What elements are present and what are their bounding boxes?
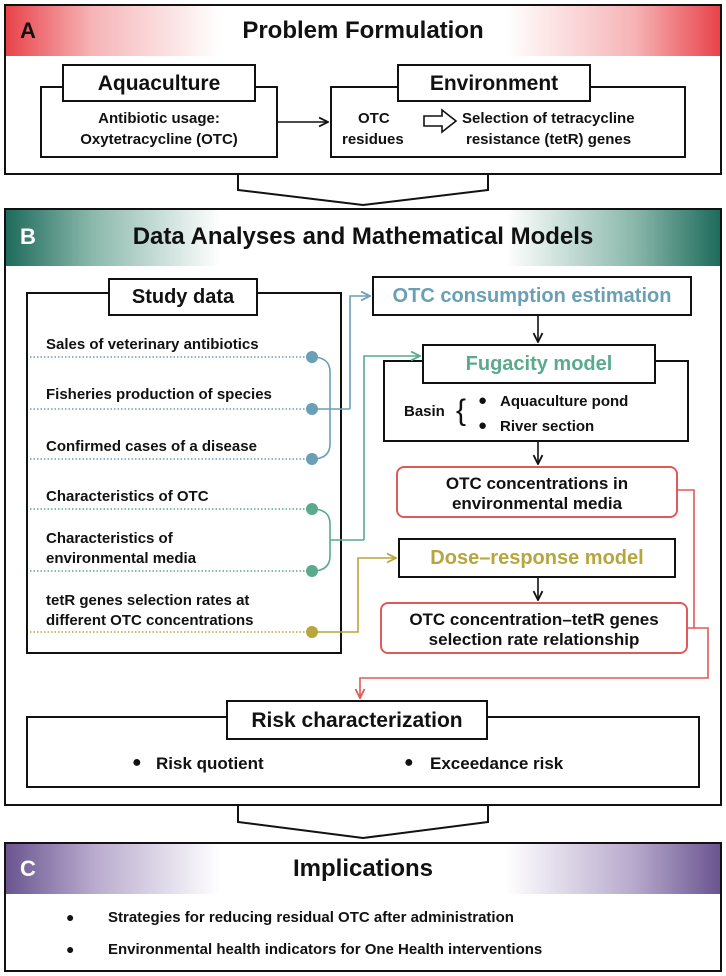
node-env-char: [306, 565, 318, 577]
aquaculture-label-box: Aquaculture: [62, 64, 256, 102]
bullet-icon: ●: [66, 909, 75, 925]
green-bracket: [311, 508, 331, 572]
relationship-line2: selection rate relationship: [428, 630, 640, 649]
basin-item-river: River section: [500, 418, 595, 435]
risk-item-quotient: Risk quotient: [156, 754, 264, 773]
dose-response-box: Dose–response model: [398, 538, 676, 578]
risk-item-exceedance: Exceedance risk: [430, 754, 564, 773]
risk-label: Risk characterization: [251, 709, 463, 732]
relationship-line1: OTC concentration–tetR genes: [409, 610, 659, 629]
bullet-icon: ●: [478, 417, 488, 434]
residues-text: residues: [342, 131, 404, 148]
study-data-label: Study data: [131, 286, 235, 308]
bullet-icon: ●: [66, 941, 75, 957]
environment-label: Environment: [429, 72, 559, 95]
node-cases: [306, 453, 318, 465]
bullet-icon: ●: [404, 754, 414, 771]
node-tetr: [306, 626, 318, 638]
section-b-title: Data Analyses and Mathematical Models: [132, 223, 594, 250]
study-item-env-line1: Characteristics of: [46, 530, 173, 547]
section-b-header: Data Analyses and Mathematical Models: [6, 210, 720, 266]
antibiotic-usage-text: Antibiotic usage:: [98, 110, 220, 127]
node-sales: [306, 351, 318, 363]
bullet-icon: ●: [132, 754, 142, 771]
implication-item-1: Strategies for reducing residual OTC aft…: [108, 909, 514, 926]
section-c-letter: C: [20, 856, 36, 881]
basin-item-pond: Aquaculture pond: [500, 393, 629, 410]
basin-brace: {: [456, 394, 467, 427]
section-c-title: Implications: [292, 855, 434, 882]
study-item-sales: Sales of veterinary antibiotics: [46, 336, 259, 353]
node-fisheries: [306, 403, 318, 415]
section-b-letter: B: [20, 224, 36, 249]
study-item-tetr-line2: different OTC concentrations: [46, 612, 254, 629]
section-c-panel: Implications C: [4, 842, 722, 972]
section-a-title: Problem Formulation: [242, 17, 484, 44]
chevron-a-to-b: [237, 175, 489, 207]
olive-arrow-to-dose: [312, 558, 396, 633]
green-arrow-to-fugacity: [363, 356, 420, 540]
basin-label: Basin: [404, 403, 445, 420]
otc-conc-line1: OTC concentrations in: [445, 474, 629, 493]
study-item-tetr-line1: tetR genes selection rates at: [46, 592, 250, 609]
resistance-genes-text: resistance (tetR) genes: [466, 131, 632, 148]
otc-conc-line2: environmental media: [451, 494, 623, 513]
aquaculture-label: Aquaculture: [97, 72, 221, 95]
section-a-header: Problem Formulation: [6, 6, 720, 56]
section-c-header: Implications: [6, 844, 720, 894]
study-data-label-box: Study data: [108, 278, 258, 316]
relationship-box: OTC concentration–tetR genes selection r…: [380, 602, 688, 654]
selection-tet-text: Selection of tetracycline: [462, 110, 635, 127]
otc-consumption-label: OTC consumption estimation: [392, 285, 672, 307]
study-item-cases: Confirmed cases of a disease: [46, 438, 257, 455]
hollow-arrow-icon: [423, 108, 458, 134]
bullet-icon: ●: [478, 392, 488, 409]
otc-text: OTC: [358, 110, 390, 127]
blue-arrow-to-consumption: [349, 296, 370, 409]
dose-response-label: Dose–response model: [430, 547, 644, 569]
node-otc-char: [306, 503, 318, 515]
study-item-otc-characteristics: Characteristics of OTC: [46, 488, 209, 505]
fugacity-label: Fugacity model: [465, 353, 613, 375]
fugacity-label-box: Fugacity model: [422, 344, 656, 384]
otc-concentrations-box: OTC concentrations in environmental medi…: [396, 466, 678, 518]
otc-consumption-box: OTC consumption estimation: [372, 276, 692, 316]
section-a-panel: Problem Formulation A: [4, 4, 722, 175]
environment-label-box: Environment: [397, 64, 591, 102]
study-item-fisheries: Fisheries production of species: [46, 386, 272, 403]
blue-bracket: [311, 356, 331, 460]
implication-item-2: Environmental health indicators for One …: [108, 941, 543, 958]
pink-conc-to-relationship: [678, 489, 695, 629]
risk-label-box: Risk characterization: [226, 700, 488, 740]
study-data-box: [26, 292, 342, 654]
study-item-env-line2: environmental media: [46, 550, 197, 567]
chevron-b-to-c: [237, 806, 489, 840]
pink-arrow-to-risk: [360, 627, 709, 698]
section-a-letter: A: [20, 18, 36, 43]
oxytetracycline-text: Oxytetracycline (OTC): [80, 131, 238, 148]
section-b-panel: Data Analyses and Mathematical Models B: [4, 208, 722, 806]
